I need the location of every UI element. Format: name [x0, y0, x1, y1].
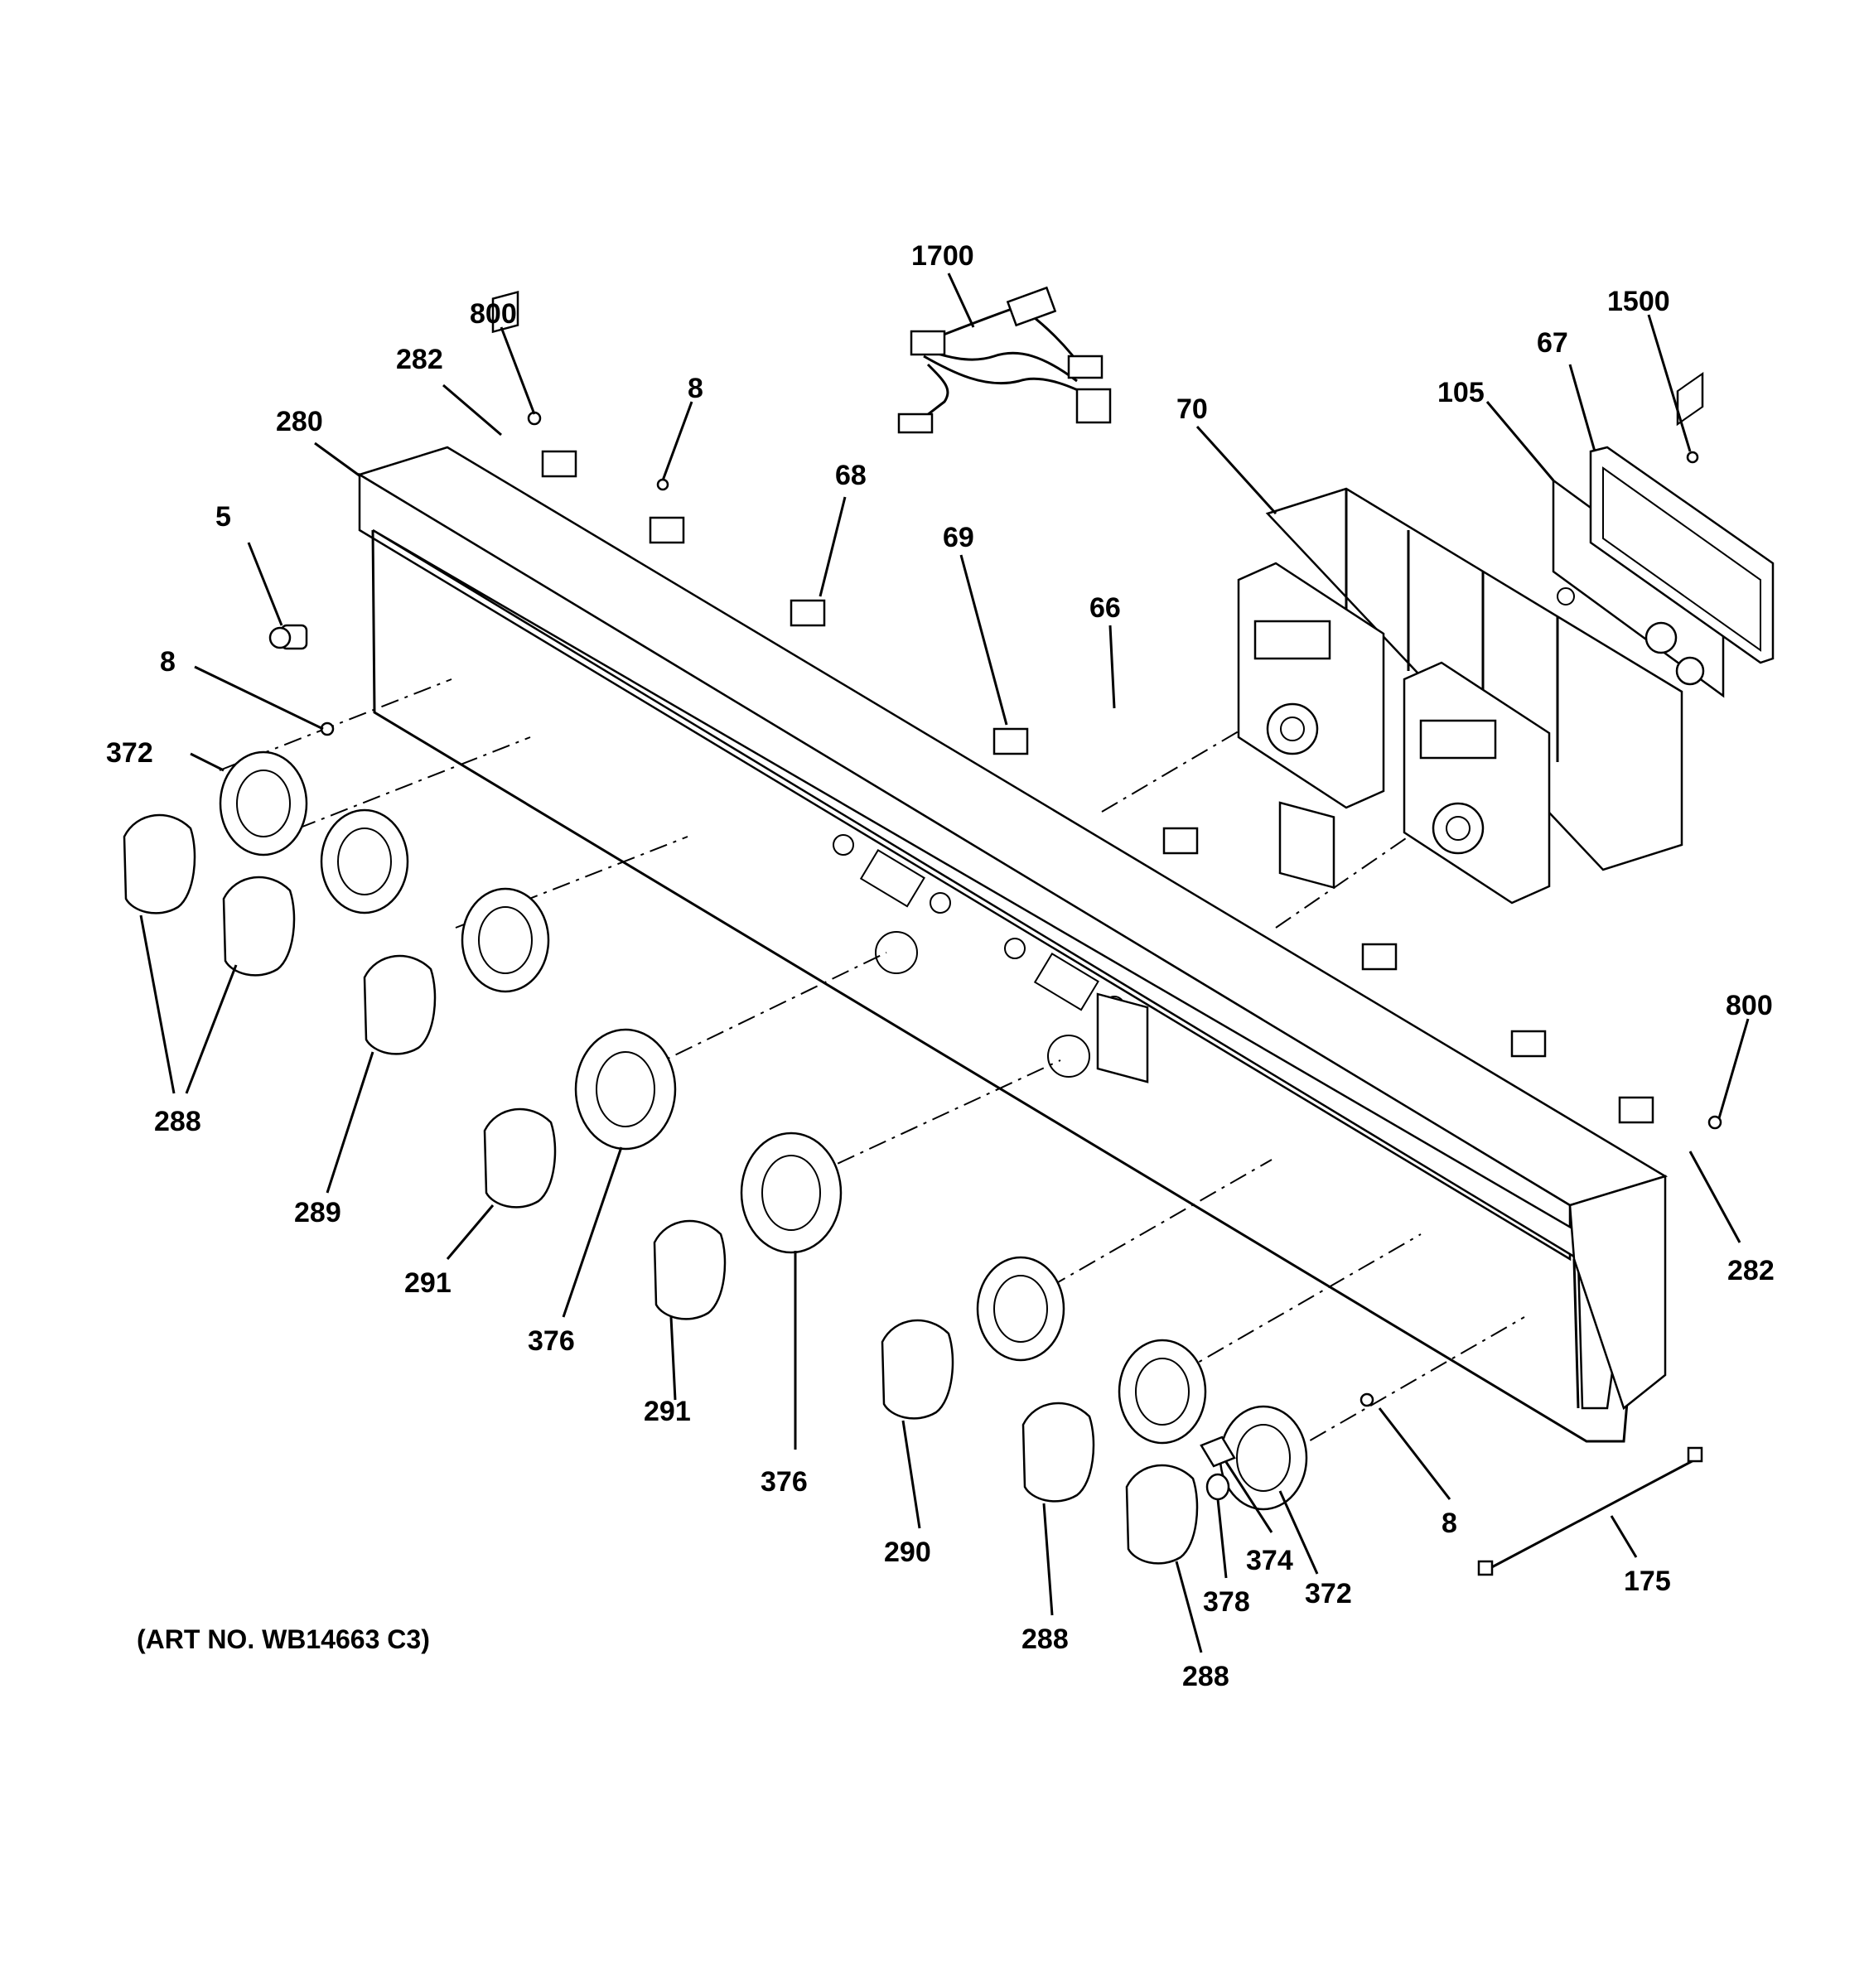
callout-372-right: 372: [1305, 1578, 1352, 1609]
callout-8-left: 8: [160, 646, 176, 678]
valve-brackets: [541, 450, 1654, 1124]
callout-372-left: 372: [106, 737, 153, 769]
board-frame: [1589, 446, 1775, 664]
callout-70: 70: [1176, 393, 1208, 425]
bracket-right: [1676, 371, 1704, 427]
bezels: [219, 750, 1308, 1511]
callout-68: 68: [835, 460, 867, 491]
wire-harness: [897, 286, 1112, 434]
callout-69: 69: [943, 522, 974, 553]
callout-282-top: 282: [396, 344, 443, 375]
callout-1500: 1500: [1607, 286, 1670, 317]
callout-291-left: 291: [404, 1267, 452, 1299]
callout-280: 280: [276, 406, 323, 437]
callout-1700: 1700: [911, 240, 974, 272]
callout-5: 5: [215, 501, 231, 533]
glass-pane-lower: [1278, 801, 1335, 889]
callout-67: 67: [1537, 327, 1568, 359]
callout-291-right: 291: [644, 1396, 691, 1427]
callout-289: 289: [294, 1197, 341, 1228]
callout-288-left: 288: [154, 1106, 201, 1137]
ignitor-switch: [268, 624, 308, 650]
control-panel: [356, 446, 1669, 1443]
panel-cutouts: [833, 834, 1125, 1078]
callout-290: 290: [884, 1537, 931, 1568]
leader-lines: [139, 273, 1750, 1653]
callout-288-mid: 288: [1021, 1624, 1069, 1655]
control-board-assembly: [1237, 487, 1683, 905]
callout-378: 378: [1203, 1586, 1250, 1618]
bracket-left: [491, 290, 519, 334]
callout-labels: 1700 1500 67 105 70 800 282 280 8 68 69 …: [106, 240, 1775, 1692]
glass-pane-upper: [1096, 992, 1149, 1083]
callout-376-left: 376: [528, 1325, 575, 1357]
callout-105: 105: [1437, 377, 1485, 408]
callout-175: 175: [1624, 1566, 1671, 1597]
timer-module-left: [1237, 562, 1385, 809]
callout-374: 374: [1246, 1545, 1293, 1576]
knobs: [123, 813, 1199, 1565]
callout-800-right: 800: [1726, 990, 1773, 1021]
clip-and-spacer: [1200, 1436, 1236, 1501]
callout-8-right: 8: [1442, 1508, 1457, 1539]
art-number: (ART NO. WB14663 C3): [137, 1624, 430, 1654]
jumper-wire: [1477, 1446, 1703, 1576]
callout-66: 66: [1089, 592, 1121, 624]
timer-module-right: [1403, 661, 1551, 905]
callout-282-right: 282: [1727, 1255, 1775, 1286]
callout-800-top: 800: [470, 298, 517, 330]
callout-376-right: 376: [761, 1466, 808, 1498]
callout-288-right: 288: [1182, 1661, 1229, 1692]
callout-8-top: 8: [688, 373, 703, 404]
